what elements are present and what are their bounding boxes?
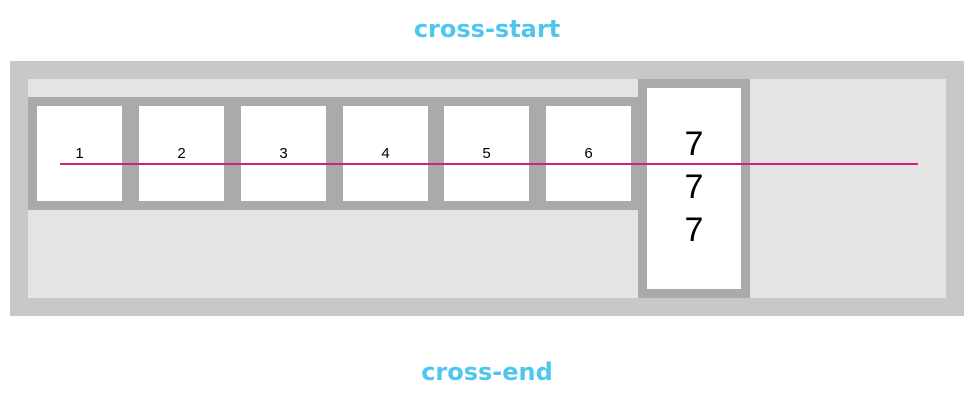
flex-item-label: 3	[279, 145, 288, 162]
cross-end-label: cross-end	[421, 358, 553, 386]
flex-item-1: 1	[28, 97, 131, 210]
flex-item-3: 3	[232, 97, 335, 210]
baseline-line	[60, 163, 918, 165]
flex-item-label: 6	[584, 145, 593, 162]
flex-item-label: 1	[75, 145, 84, 162]
flex-item-label: 7 7 7	[684, 125, 704, 249]
flex-item-5: 5	[435, 97, 538, 210]
flex-item-4: 4	[334, 97, 437, 210]
flex-item-label: 5	[482, 145, 491, 162]
flex-item-label: 2	[177, 145, 186, 162]
flex-item-2: 2	[130, 97, 233, 210]
flex-item-6: 6	[537, 97, 640, 210]
flex-item-7: 7 7 7	[638, 79, 750, 298]
flex-container: 1 2 3 4 5 6 7 7 7	[28, 79, 946, 298]
flex-container-outer: 1 2 3 4 5 6 7 7 7	[10, 61, 964, 316]
cross-start-label: cross-start	[413, 15, 561, 43]
flex-item-label: 4	[381, 145, 390, 162]
